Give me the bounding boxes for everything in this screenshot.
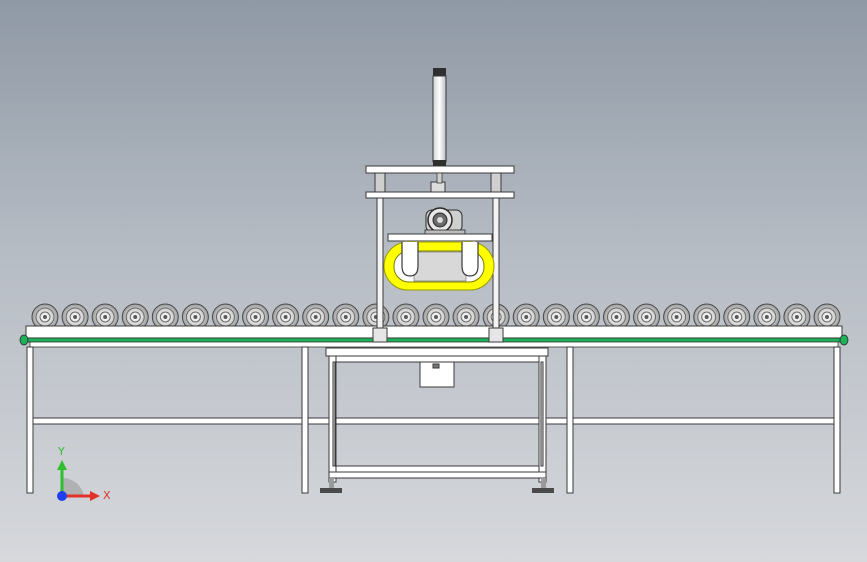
x-axis-label: X <box>103 489 111 502</box>
z-axis-dot <box>57 491 67 501</box>
conveyor-rail <box>19 325 849 348</box>
conveyor-roller <box>31 303 59 331</box>
coordinate-triad: Y X <box>57 445 111 502</box>
conveyor-roller <box>392 303 420 331</box>
air-cylinder <box>432 68 447 184</box>
conveyor-roller <box>332 303 360 331</box>
conveyor-belt-strip <box>25 337 843 343</box>
motor <box>424 207 466 237</box>
y-axis-label: Y <box>57 445 65 458</box>
conveyor-roller <box>512 303 540 331</box>
conveyor-roller <box>572 303 600 331</box>
leveling-feet <box>320 478 554 493</box>
conveyor-roller <box>452 303 480 331</box>
conveyor-roller <box>813 303 841 331</box>
highlighted-press-belt <box>383 241 495 291</box>
conveyor-frame <box>26 346 841 494</box>
press-table-frame <box>325 347 549 483</box>
roller-row <box>31 303 841 331</box>
conveyor-roller <box>272 303 300 331</box>
conveyor-roller <box>542 303 570 331</box>
guide-columns <box>372 171 504 343</box>
conveyor-roller <box>693 303 721 331</box>
